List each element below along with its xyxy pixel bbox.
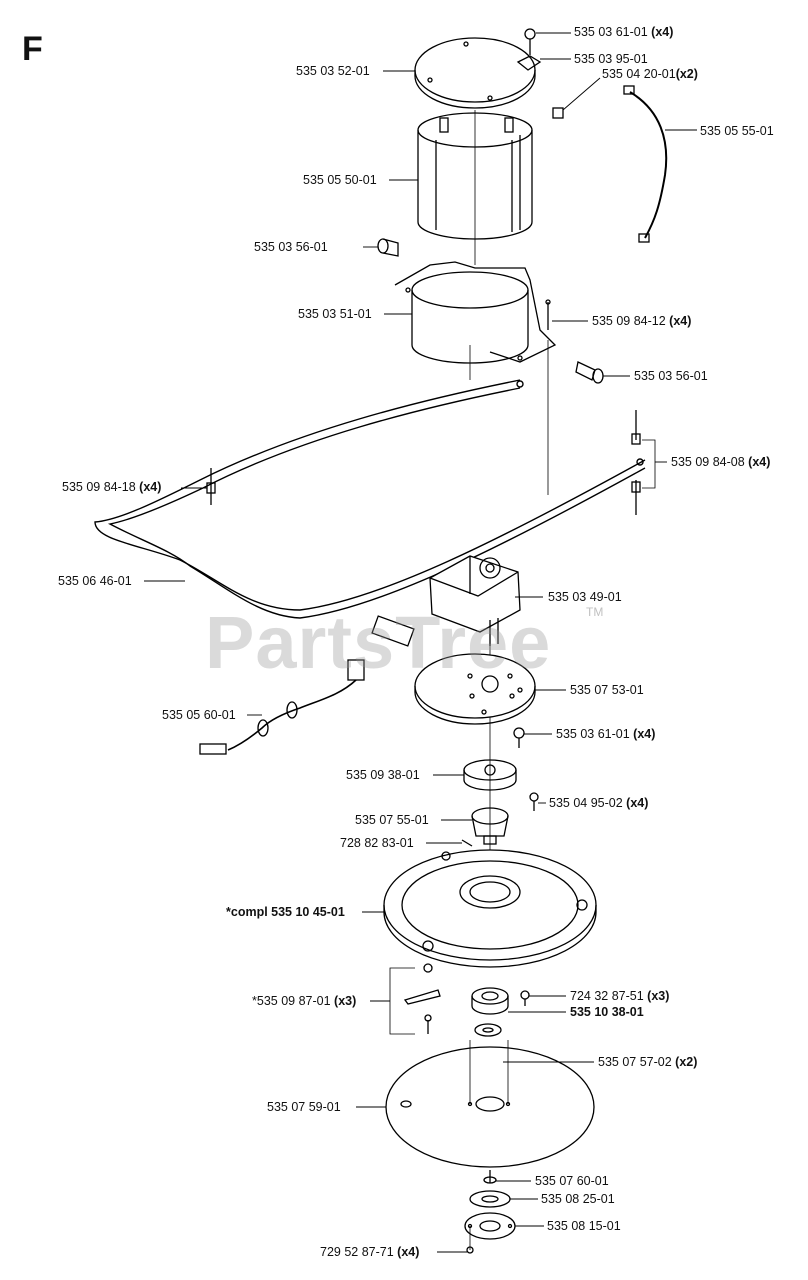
part-label[interactable]: 535 03 52-01 [296, 64, 370, 78]
part-label[interactable]: 535 03 56-01 [634, 369, 708, 383]
center-screw [483, 1170, 497, 1184]
section-letter: F [22, 30, 43, 68]
part-label[interactable]: 728 82 83-01 [340, 836, 414, 850]
part-label[interactable]: *compl 535 10 45-01 [226, 905, 345, 919]
part-label[interactable]: 535 08 25-01 [541, 1192, 615, 1206]
part-label[interactable]: 535 09 84-08 (x4) [671, 455, 771, 469]
part-label[interactable]: 535 10 38-01 [570, 1005, 644, 1019]
part-label[interactable]: 535 07 53-01 [570, 683, 644, 697]
small-clip [552, 107, 564, 119]
part-label[interactable]: 535 04 20-01(x2) [602, 67, 698, 81]
part-label[interactable]: 535 08 15-01 [547, 1219, 621, 1233]
top-cover-disc [414, 37, 536, 109]
part-label[interactable]: 535 07 57-02 (x2) [598, 1055, 698, 1069]
part-label[interactable]: 535 07 60-01 [535, 1174, 609, 1188]
motor-unit [429, 555, 521, 646]
part-label[interactable]: 535 05 50-01 [303, 173, 377, 187]
part-label[interactable]: 535 03 95-01 [574, 52, 648, 66]
screw-mid [513, 727, 525, 748]
part-label[interactable]: 724 32 87-51 (x3) [570, 989, 670, 1003]
part-label[interactable]: 535 05 60-01 [162, 708, 236, 722]
base-housing [394, 261, 557, 364]
bottom-cap [464, 1212, 516, 1240]
part-label[interactable]: 535 07 55-01 [355, 813, 429, 827]
part-label[interactable]: 535 04 95-02 (x4) [549, 796, 649, 810]
part-label[interactable]: 535 07 59-01 [267, 1100, 341, 1114]
screw-bearing [520, 990, 530, 1006]
set-screw [461, 839, 473, 847]
part-label[interactable]: 535 09 38-01 [346, 768, 420, 782]
screw-top [524, 28, 536, 55]
small-bracket [516, 55, 542, 71]
part-label[interactable]: 535 05 55-01 [700, 124, 774, 138]
bottom-washer [469, 1190, 511, 1208]
part-label[interactable]: 729 52 87-71 (x4) [320, 1245, 420, 1259]
part-label[interactable]: 535 03 51-01 [298, 307, 372, 321]
pin-top-right [545, 299, 551, 330]
part-label[interactable]: *535 09 87-01 (x3) [252, 994, 357, 1008]
part-label[interactable]: 535 06 46-01 [58, 574, 132, 588]
screw-hub [529, 792, 539, 811]
leader-lines [144, 32, 697, 1253]
bearing [471, 987, 509, 1015]
part-label[interactable]: 535 03 61-01 (x4) [574, 25, 674, 39]
watermark-trademark: TM [586, 605, 604, 619]
mounting-plate [414, 653, 536, 725]
sensor-cable [629, 91, 668, 239]
coupling [471, 807, 509, 845]
bottom-disc [385, 1046, 595, 1168]
hub-flange [463, 759, 517, 791]
part-label[interactable]: 535 03 56-01 [254, 240, 328, 254]
plug-right [575, 361, 604, 384]
part-label[interactable]: 535 03 49-01 [548, 590, 622, 604]
watermark-text: PartsTree [205, 601, 552, 684]
knife-set [389, 963, 441, 1035]
part-label[interactable]: 535 09 84-12 (x4) [592, 314, 692, 328]
part-label[interactable]: 535 03 61-01 (x4) [556, 727, 656, 741]
part-label[interactable]: 535 09 84-18 (x4) [62, 480, 162, 494]
plug-left [377, 238, 399, 257]
bumper-frame [94, 379, 646, 619]
pins-right [631, 410, 656, 515]
wire-harness [199, 615, 415, 755]
blade-housing [383, 849, 597, 968]
